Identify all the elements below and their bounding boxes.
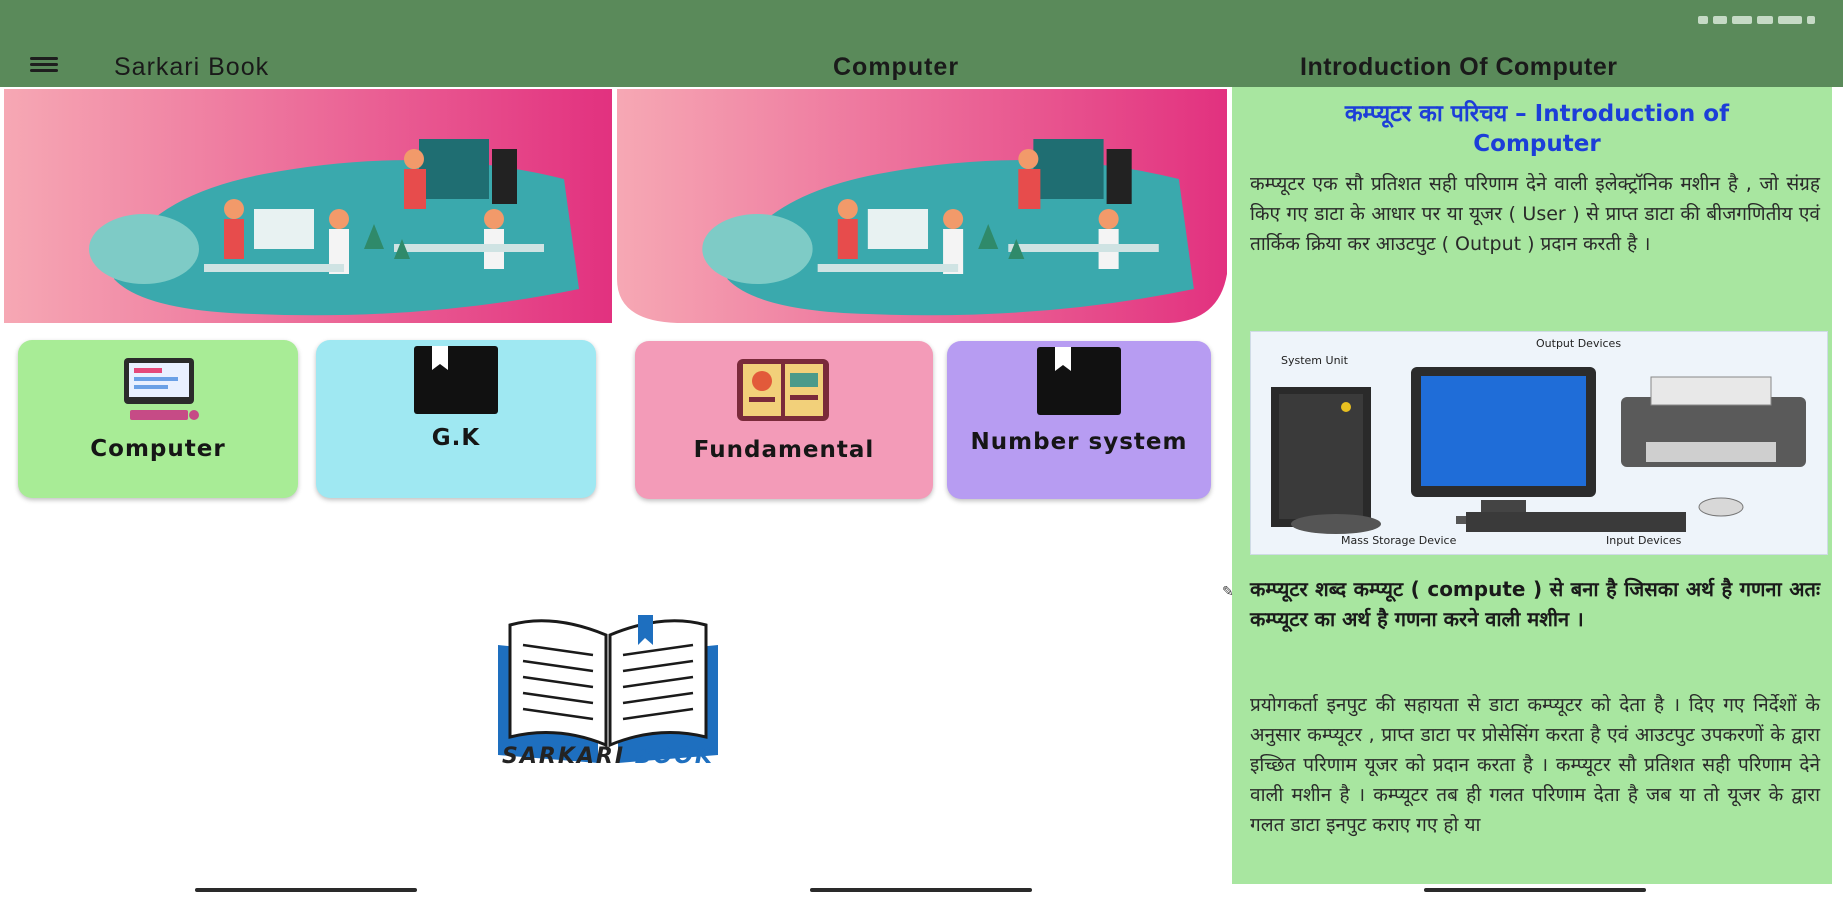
- logo-word-sarkari: SARKARI: [502, 744, 626, 769]
- computer-parts-diagram: System Unit Output Devices Mass Storage …: [1250, 331, 1828, 555]
- article-body[interactable]: कम्प्यूटर का परिचय – Introduction of Com…: [1232, 87, 1832, 884]
- bookmark-icon: [1037, 347, 1121, 415]
- gk-tile[interactable]: G.K: [316, 340, 596, 498]
- number-system-tile-label: Number system: [970, 429, 1188, 455]
- gesture-nav-bar[interactable]: [810, 888, 1032, 892]
- fundamental-tile[interactable]: Fundamental: [635, 341, 933, 499]
- sarkari-book-logo-icon: [498, 615, 718, 763]
- article-paragraph-2: कम्प्यूटर शब्द कम्प्यूट ( compute ) से ब…: [1250, 577, 1820, 631]
- office-illustration: [4, 89, 612, 323]
- home-screen: Computer G.K: [0, 87, 613, 900]
- gesture-nav-bar[interactable]: [195, 888, 417, 892]
- hamburger-icon[interactable]: [30, 54, 58, 76]
- introduction-screen-title: Introduction Of Computer: [1300, 53, 1618, 81]
- mass-storage-label: Mass Storage Device: [1341, 534, 1457, 547]
- logo-word-book: BOOK: [634, 744, 714, 769]
- app-bar: Sarkari Book Computer Introduction Of Co…: [0, 45, 1843, 87]
- bookmark-icon: [414, 346, 498, 414]
- computer-tile[interactable]: Computer: [18, 340, 298, 498]
- introduction-screen: कम्प्यूटर का परिचय – Introduction of Com…: [1230, 87, 1843, 900]
- computer-screen-title: Computer: [833, 53, 960, 81]
- computer-icon: [124, 358, 199, 420]
- gk-tile-label: G.K: [431, 425, 481, 451]
- book-icon: [737, 359, 829, 421]
- article-paragraph-3: प्रयोगकर्ता इनपुट की सहायता से डाटा कम्प…: [1250, 694, 1820, 836]
- system-unit-label: System Unit: [1281, 354, 1349, 367]
- app-title: Sarkari Book: [114, 53, 270, 81]
- hero-banner: [617, 89, 1227, 323]
- status-icons: [1698, 16, 1815, 24]
- computer-parts-illustration: System Unit Output Devices Mass Storage …: [1271, 337, 1806, 547]
- sarkari-book-wordmark: SARKARI BOOK: [488, 744, 728, 769]
- office-illustration: [617, 89, 1227, 323]
- status-bar: [0, 0, 1843, 45]
- gesture-nav-bar[interactable]: [1424, 888, 1646, 892]
- number-system-tile[interactable]: Number system: [947, 341, 1211, 499]
- input-devices-label: Input Devices: [1606, 534, 1682, 547]
- article-title: कम्प्यूटर का परिचय – Introduction of Com…: [1344, 101, 1730, 157]
- computer-tile-label: Computer: [90, 436, 226, 462]
- hero-banner: [4, 89, 612, 323]
- edit-cursor-icon: ✎: [1222, 584, 1234, 600]
- fundamental-tile-label: Fundamental: [693, 437, 875, 463]
- computer-screen: Fundamental Number system: [613, 87, 1230, 900]
- article-paragraph-1: कम्प्यूटर एक सौ प्रतिशत सही परिणाम देने …: [1250, 173, 1820, 255]
- output-devices-label: Output Devices: [1536, 337, 1621, 350]
